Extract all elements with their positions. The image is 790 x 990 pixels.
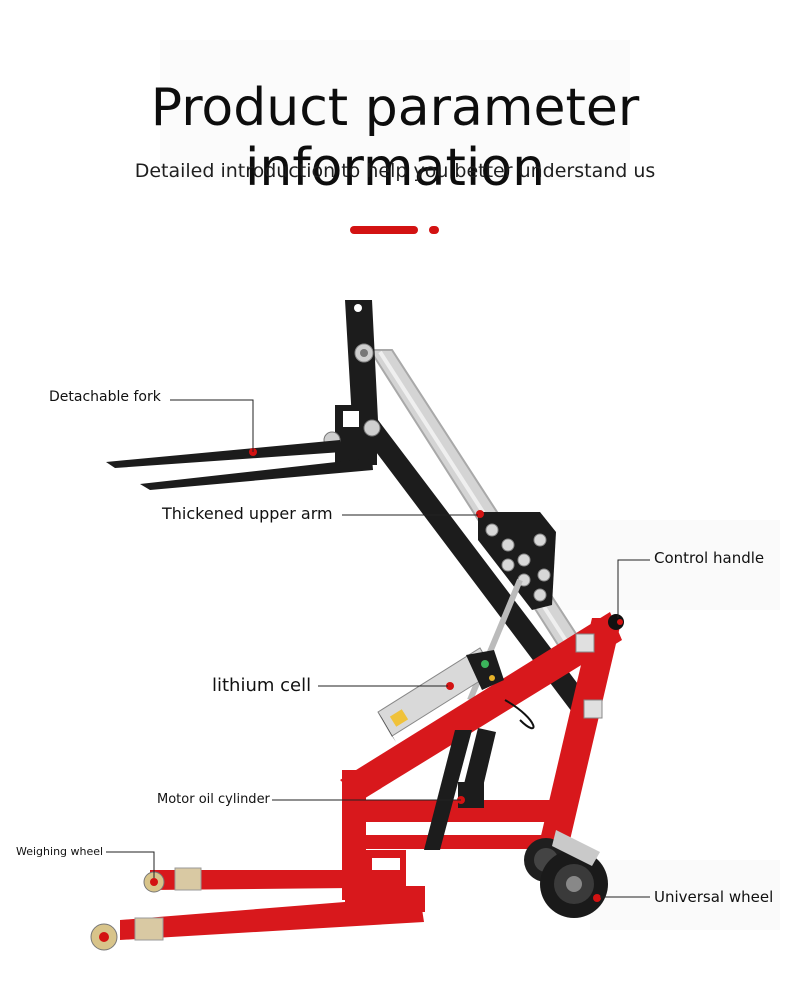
red-frame-diagonal xyxy=(340,612,622,800)
callout-universal-wheel: Universal wheel xyxy=(654,888,774,906)
motor-cylinder xyxy=(424,699,535,850)
page-title: Product parameter information xyxy=(150,78,640,198)
fork-lower xyxy=(140,458,373,490)
background-patch xyxy=(560,520,780,610)
callout-control-handle: Control handle xyxy=(654,549,765,567)
background-patch xyxy=(160,40,630,180)
front-legs xyxy=(120,867,425,941)
callout-lithium-cell: lithium cell xyxy=(212,675,312,696)
callout-weighing-wheel: Weighing wheel xyxy=(16,845,104,858)
callout-detachable-fork: Detachable fork xyxy=(49,389,161,405)
universal-wheels xyxy=(524,830,608,918)
callout-thickened-upper-arm: Thickened upper arm xyxy=(162,504,333,523)
red-frame-crossbar xyxy=(342,800,562,822)
callout-motor-oil-cylinder: Motor oil cylinder xyxy=(157,792,270,807)
lithium-battery xyxy=(377,647,504,742)
page-subtitle: Detailed introduction to help you better… xyxy=(134,160,656,182)
fork-upper xyxy=(106,440,342,468)
callout-lines xyxy=(106,399,650,898)
accent-dot xyxy=(429,226,439,234)
accent-bar xyxy=(350,226,418,234)
background-patch xyxy=(590,860,780,930)
red-frame-rear xyxy=(540,618,622,840)
